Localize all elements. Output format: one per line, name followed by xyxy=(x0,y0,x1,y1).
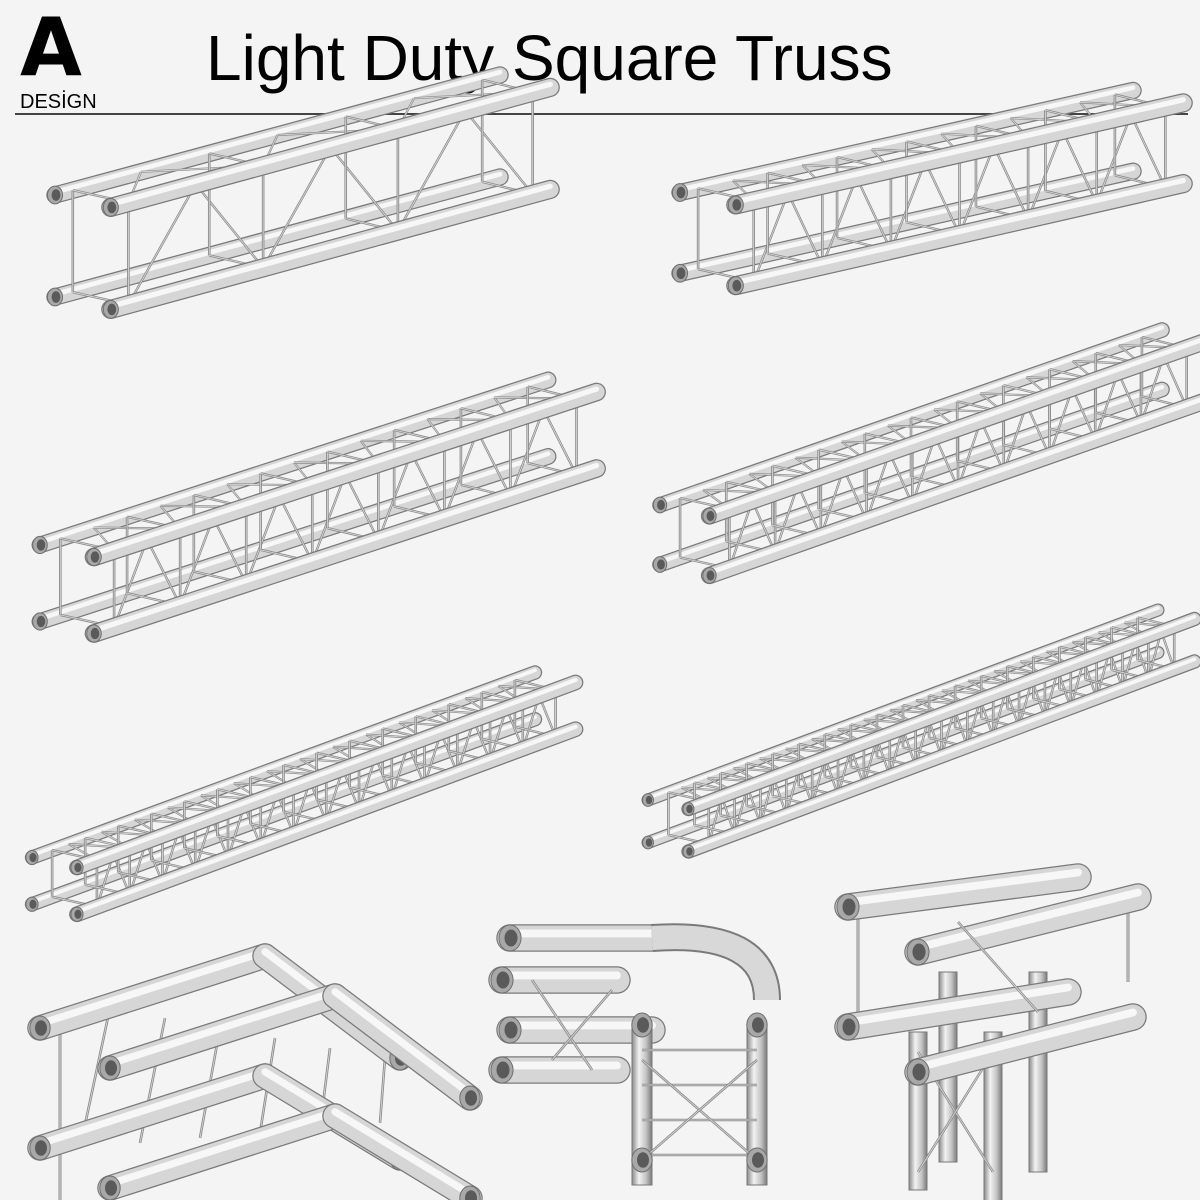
logo-text: DESİGN xyxy=(20,91,97,113)
truss-straight-6 xyxy=(641,603,1200,859)
truss-straight-4 xyxy=(652,322,1200,585)
truss-straight-5 xyxy=(24,665,584,923)
brand-logo: A DESİGN xyxy=(18,1,110,113)
truss-straight-1 xyxy=(46,66,560,320)
truss-t-junction xyxy=(834,863,1152,1200)
logo-mark: A xyxy=(20,1,82,94)
truss-corner-2way xyxy=(27,943,483,1200)
truss-corner-3way xyxy=(488,923,781,1186)
truss-straight-3 xyxy=(31,371,606,643)
truss-straight-2 xyxy=(671,81,1193,296)
header-divider xyxy=(15,113,1188,115)
